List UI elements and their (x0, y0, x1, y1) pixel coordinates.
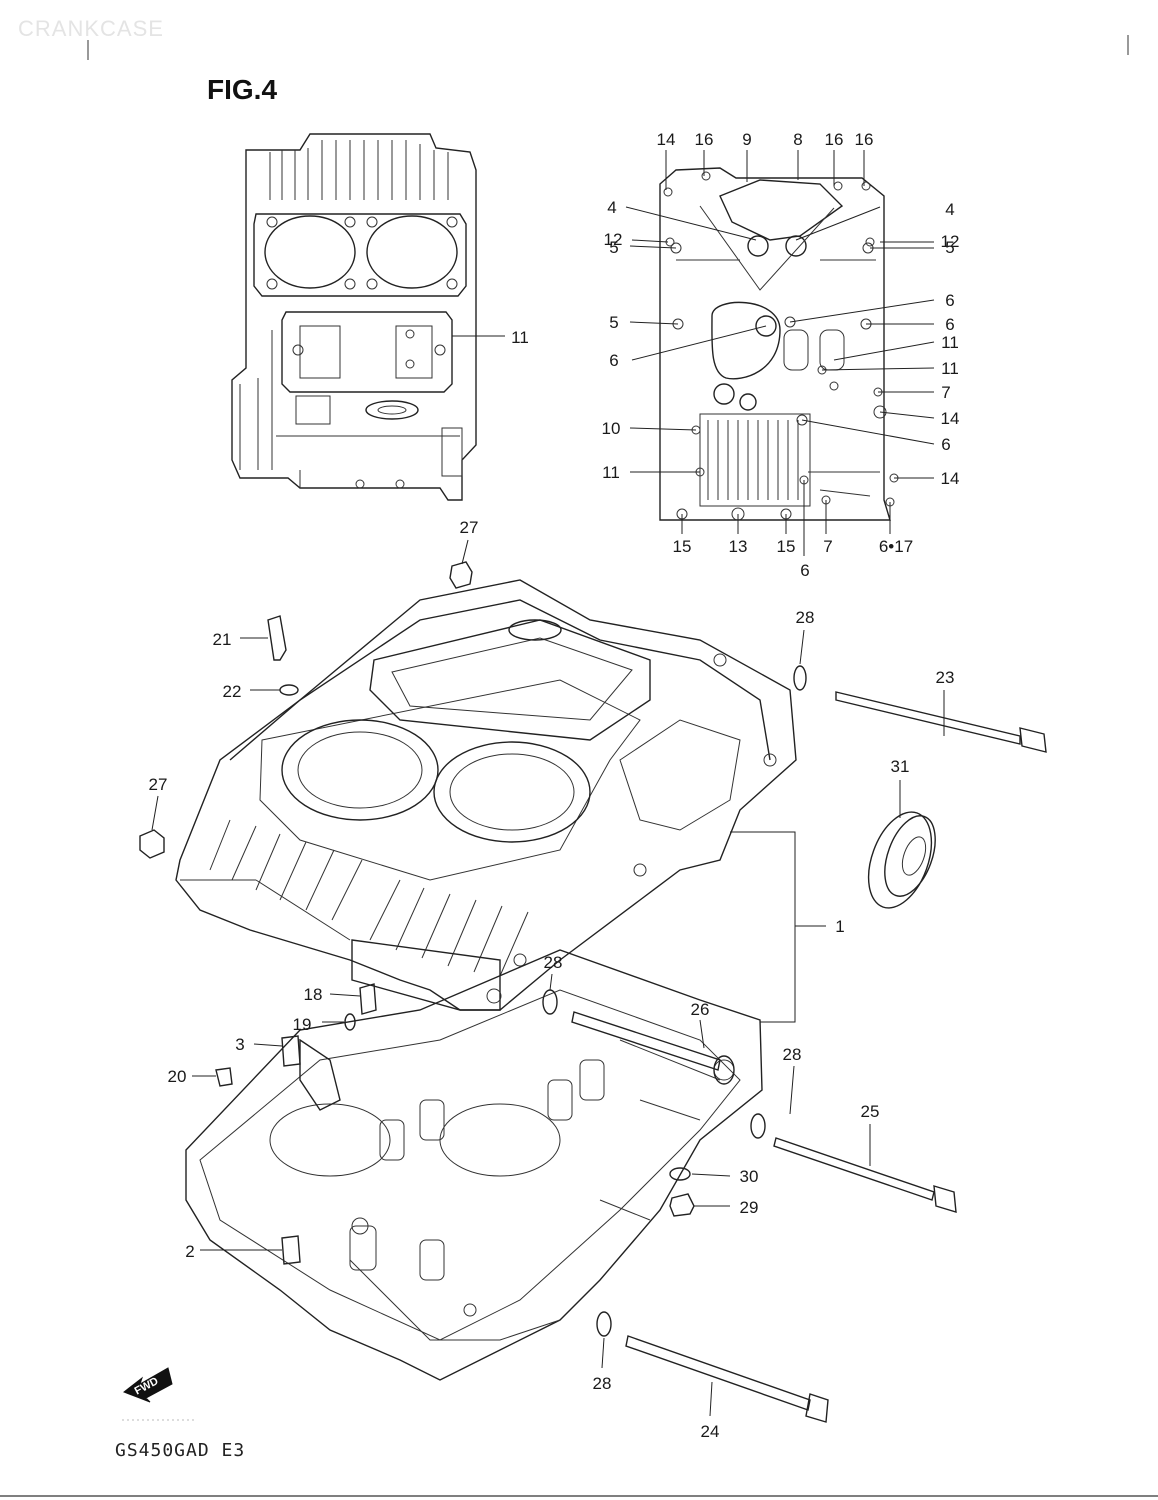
callout-label: 5 (609, 313, 618, 332)
upper-crankcase-assembly (175, 579, 797, 1011)
part-27-nut-left (139, 829, 165, 859)
callout-label: 4 (945, 200, 954, 219)
callout-label: 28 (796, 608, 815, 627)
callout-label: 19 (293, 1015, 312, 1034)
callout-label: 5 (945, 238, 954, 257)
callout-label: 13 (729, 537, 748, 556)
part-25-bolt (773, 1137, 957, 1213)
part-23-bolt (835, 691, 1047, 753)
callout-label: 14 (657, 130, 676, 149)
part-21-plug (267, 615, 287, 661)
part-28-washer-lower-right (750, 1113, 766, 1139)
faded-section-title: CRANKCASE (18, 16, 164, 41)
callout-label: 30 (740, 1167, 759, 1186)
callout-label: 10 (602, 419, 621, 438)
callout-label: 25 (861, 1102, 880, 1121)
callout-label: 14 (941, 409, 960, 428)
callout-label: 20 (168, 1067, 187, 1086)
callout-label: 16 (695, 130, 714, 149)
callout-label: 2 (185, 1242, 194, 1261)
callout-label: 1 (835, 917, 844, 936)
part-28-washer-middle (542, 989, 558, 1015)
lower-crankcase-assembly (185, 949, 763, 1381)
callout-label: 8 (793, 130, 802, 149)
callout-label: 6•17 (879, 537, 913, 556)
callout-label: 3 (235, 1035, 244, 1054)
callout-label: 7 (823, 537, 832, 556)
callout-label: 15 (673, 537, 692, 556)
part-28-washer-bottom (596, 1311, 612, 1337)
part-2-dowel (281, 1235, 301, 1265)
callout-label: 7 (941, 383, 950, 402)
callout-label: 6 (945, 315, 954, 334)
callout-label: 16 (855, 130, 874, 149)
callout-label: 11 (941, 333, 959, 352)
part-30-washer (669, 1167, 691, 1181)
part-22-washer (279, 684, 299, 696)
part-19-o-ring (344, 1013, 356, 1031)
part-27-nut-top (449, 561, 473, 589)
callout-label: 21 (213, 630, 232, 649)
hardware-parts (139, 561, 1047, 1423)
upper-crankcase-top-view (231, 133, 477, 501)
callout-label: 29 (740, 1198, 759, 1217)
callout-label: 14 (941, 469, 960, 488)
callout-label: 4 (607, 198, 616, 217)
part-24-bolt (625, 1335, 829, 1423)
callout-label: 22 (223, 682, 242, 701)
figure-title: FIG.4 (207, 74, 278, 105)
callout-label: 31 (891, 757, 910, 776)
callout-label: 28 (783, 1045, 802, 1064)
callout-label: 15 (777, 537, 796, 556)
part-3-dowel-pin (281, 1035, 301, 1067)
callout-label: 23 (936, 668, 955, 687)
leader-lines (151, 150, 945, 1417)
callout-label: 11 (602, 463, 620, 482)
callout-label: 16 (825, 130, 844, 149)
callout-label: 6 (945, 291, 954, 310)
part-26-bolt (571, 1011, 735, 1085)
part-20-screw (215, 1067, 233, 1087)
callout-label: 27 (149, 775, 168, 794)
callout-label: 28 (544, 953, 563, 972)
part-29-drain-plug (669, 1193, 695, 1217)
callout-label: 18 (304, 985, 323, 1004)
callout-label: 11 (941, 359, 959, 378)
fwd-arrow-badge: FWD (122, 1367, 173, 1403)
callout-label: 5 (609, 238, 618, 257)
callout-label: 26 (691, 1000, 710, 1019)
callout-label: 6 (941, 435, 950, 454)
callout-label: 28 (593, 1374, 612, 1393)
callout-label: 24 (701, 1422, 720, 1441)
callout-label: 9 (742, 130, 751, 149)
callout-label: 12 (604, 230, 623, 249)
callout-label: 6 (609, 351, 618, 370)
callout-label: 12 (941, 232, 960, 251)
callout-labels: 14 16 9 8 16 16 4 4 12 12 5 5 5 6 6 6 11… (149, 130, 960, 1441)
part-31-oil-seal (867, 811, 936, 909)
part-28-washer-upper (793, 665, 807, 691)
callout-label: 11 (511, 328, 529, 347)
model-code: GS450GAD E3 (115, 1440, 246, 1461)
callout-label: 6 (800, 561, 809, 580)
callout-label: 27 (460, 518, 479, 537)
part-18-dowel (359, 983, 377, 1015)
